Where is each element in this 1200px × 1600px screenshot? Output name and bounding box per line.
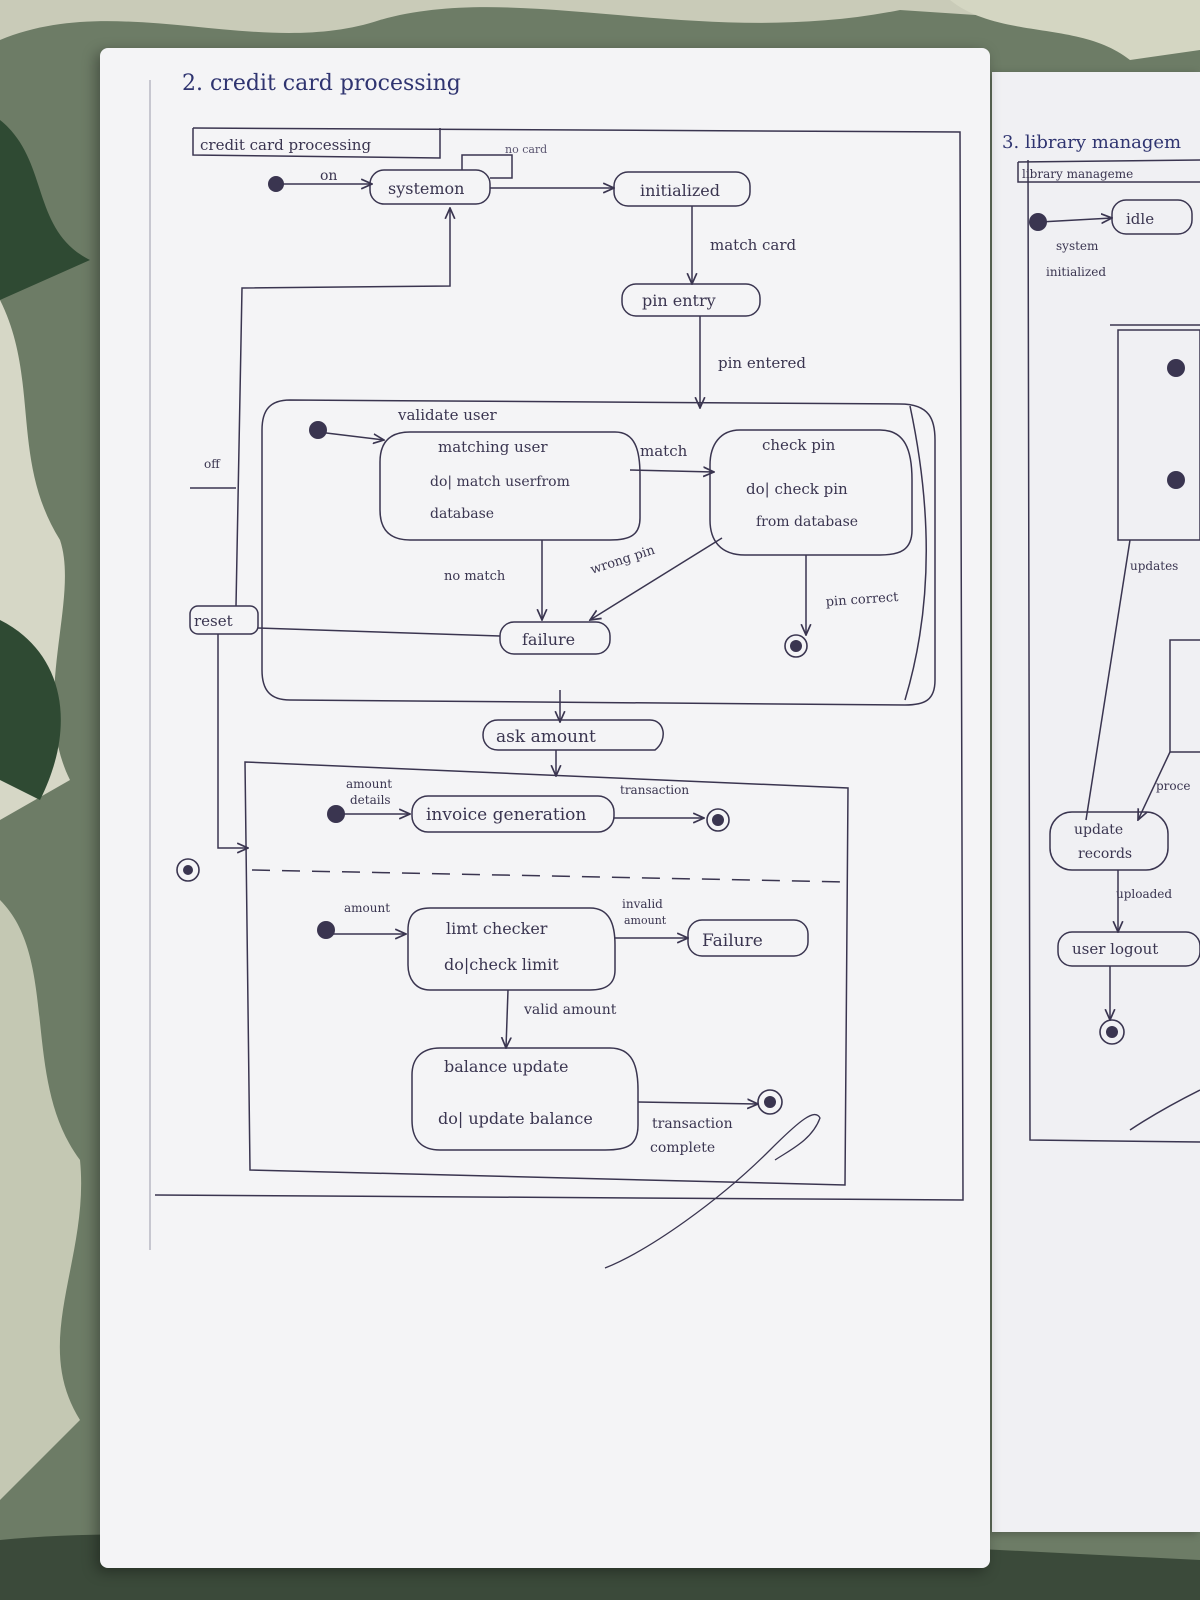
transition-label: on <box>320 168 337 184</box>
state-update-records: update <box>1074 822 1123 838</box>
transition-label: updates <box>1130 559 1178 573</box>
transition-label: amount <box>344 901 390 915</box>
transaction-frame <box>244 761 849 1186</box>
transition-label: invalid <box>622 897 663 911</box>
initial-state-dot <box>268 176 284 192</box>
transition-label: valid amount <box>523 1002 617 1018</box>
page-heading: 2. credit card processing <box>182 71 461 96</box>
side-page-heading: 3. library managem <box>1002 132 1181 153</box>
state-balance-update: balance update <box>444 1057 568 1076</box>
initial-state-dot <box>1029 213 1047 231</box>
transition-label: amount <box>346 777 392 791</box>
final-state <box>706 808 730 832</box>
transition-label: amount <box>624 914 667 927</box>
transition-label: uploaded <box>1116 887 1172 901</box>
initial-state-dot <box>309 421 327 439</box>
state-user-logout: user logout <box>1072 940 1158 958</box>
composite-title: validate user <box>397 406 497 424</box>
state-initialized: initialized <box>640 181 720 200</box>
activity-text: do| update balance <box>438 1109 593 1128</box>
state-limit-checker: limt checker <box>446 919 548 938</box>
state-update-records: records <box>1078 846 1132 862</box>
activity-text: database <box>430 506 494 522</box>
notebook-page <box>100 48 990 1568</box>
state-invoice-generation: invoice generation <box>426 805 586 825</box>
state-failure: failure <box>522 630 575 649</box>
initial-state-dot <box>327 805 345 823</box>
state-ask-amount: ask amount <box>496 727 596 747</box>
transition-label: match <box>640 442 688 460</box>
final-state <box>784 634 808 658</box>
activity-text: do| check pin <box>746 480 848 498</box>
transition-label: transaction <box>652 1116 733 1132</box>
transition-label: initialized <box>1046 265 1106 279</box>
frame-title: credit card processing <box>200 136 371 154</box>
final-state <box>1099 1019 1125 1045</box>
state-systemon: systemon <box>388 179 464 198</box>
transition-label: transaction <box>620 783 689 797</box>
transition-label: off <box>204 457 221 471</box>
transition-label: details <box>350 793 391 807</box>
transition-label: system <box>1056 239 1099 253</box>
state-pin-entry: pin entry <box>642 291 716 310</box>
final-state <box>176 858 200 882</box>
transition-label: no card <box>505 143 547 156</box>
initial-state-dot <box>1167 359 1185 377</box>
state-check-pin: check pin <box>762 436 836 454</box>
transition-label: pin entered <box>718 354 806 372</box>
initial-state-dot <box>317 921 335 939</box>
transition-label: complete <box>650 1140 715 1156</box>
transition-label: proce <box>1156 779 1190 793</box>
transition-label: no match <box>444 569 506 584</box>
transition-label: match card <box>710 236 797 254</box>
activity-text: from database <box>756 514 858 530</box>
outer-frame <box>154 127 964 1201</box>
state-idle: idle <box>1126 210 1154 228</box>
side-notebook-page <box>992 72 1200 1532</box>
transition-label: pin correct <box>825 590 899 610</box>
state-matching-user: matching user <box>438 438 548 456</box>
initial-state-dot <box>1167 471 1185 489</box>
activity-text: do| match userfrom <box>430 474 570 490</box>
final-state <box>757 1089 783 1115</box>
validate-user-frame <box>261 399 936 706</box>
transition-label: reset <box>194 612 233 630</box>
transition-label: wrong pin <box>589 543 658 578</box>
activity-text: do|check limit <box>444 955 559 974</box>
state-failure: Failure <box>702 931 763 951</box>
side-frame-title: library manageme <box>1022 167 1133 181</box>
